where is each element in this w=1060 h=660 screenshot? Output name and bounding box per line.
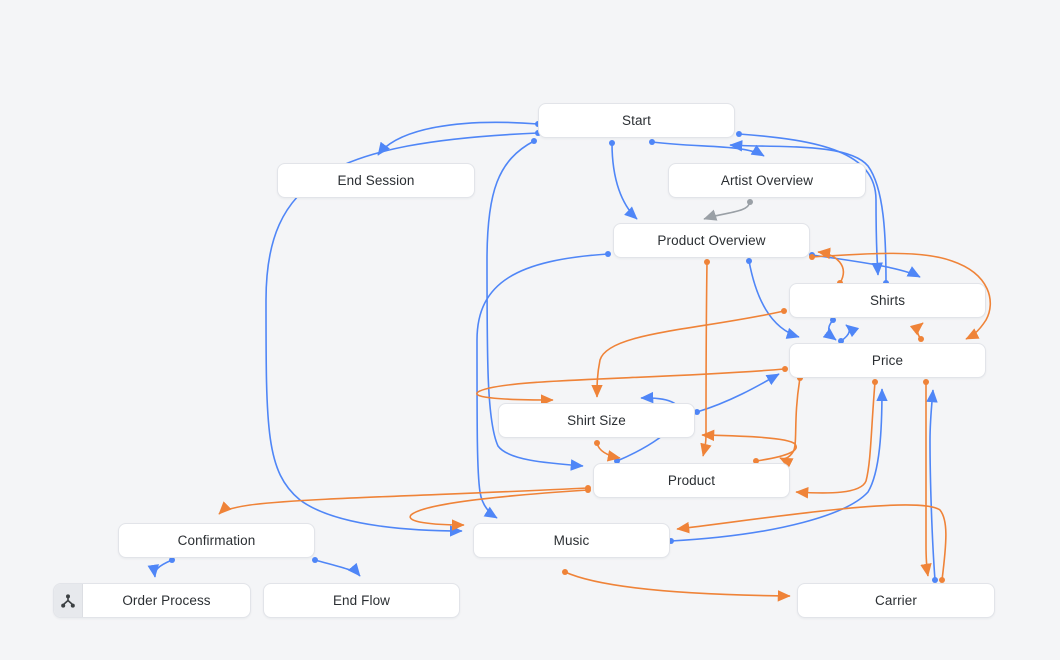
node-label: Music [553,533,590,548]
edge-price-to-shirt-size [476,366,788,406]
edge-source-handle[interactable] [746,258,752,264]
split-icon [54,584,83,617]
edge-start-to-artist-overview [649,139,765,157]
flow-node-end-session[interactable]: End Session [277,163,475,198]
edge-price-to-shirts [838,324,860,344]
node-label: End Session [337,173,415,188]
node-label: Order Process [122,593,211,608]
flow-node-shirts[interactable]: Shirts [789,283,986,318]
edge-confirmation-to-end-flow [312,557,361,577]
edge-product-to-shirt-size [701,429,797,464]
flow-node-confirmation[interactable]: Confirmation [118,523,315,558]
edge-source-handle[interactable] [923,379,929,385]
flow-node-artist-overview[interactable]: Artist Overview [668,163,866,198]
node-label: End Flow [332,593,391,608]
edge-source-handle[interactable] [830,317,836,323]
edge-price-to-product [795,379,878,499]
node-label: Carrier [875,593,917,608]
flow-node-music[interactable]: Music [473,523,670,558]
flow-node-price[interactable]: Price [789,343,986,378]
edge-product-overview-to-price [746,258,800,339]
edge-source-handle[interactable] [838,338,844,344]
edge-source-handle[interactable] [312,557,318,563]
edge-shirts-to-shirt-size [591,308,787,398]
edge-source-handle[interactable] [918,336,924,342]
flow-node-product-overview[interactable]: Product Overview [613,223,810,258]
edge-artist-overview-to-product-overview [703,199,753,221]
edge-source-handle[interactable] [809,254,815,260]
flow-node-shirt-size[interactable]: Shirt Size [498,403,695,438]
edge-confirmation-to-order-process [147,557,175,578]
edge-product-to-confirmation [218,485,591,515]
edge-start-to-product [486,138,584,471]
edge-shirt-size-to-product [594,440,621,462]
edge-carrier-to-music [676,504,947,583]
edge-source-handle[interactable] [609,140,615,146]
edge-source-handle[interactable] [872,379,878,385]
edge-source-handle[interactable] [736,131,742,137]
edge-source-handle[interactable] [169,557,175,563]
edge-price-to-carrier [920,379,932,577]
edge-source-handle[interactable] [704,259,710,265]
edge-price-to-product [779,375,803,469]
edge-start-to-product-overview [609,140,638,220]
edge-source-handle[interactable] [562,569,568,575]
edge-source-handle[interactable] [585,487,591,493]
edge-source-handle[interactable] [747,199,753,205]
edge-source-handle[interactable] [605,251,611,257]
edge-product-to-music [409,487,591,531]
flow-node-carrier[interactable]: Carrier [797,583,995,618]
edge-source-handle[interactable] [781,308,787,314]
node-label: Product Overview [657,233,766,248]
edge-source-handle[interactable] [782,366,788,372]
edge-product-overview-to-product [700,259,712,457]
node-label: Artist Overview [720,173,814,188]
edge-product-overview-to-music [476,251,611,519]
edge-price-to-shirts [909,322,924,342]
edge-carrier-to-price [926,389,938,583]
edge-music-to-carrier [562,569,791,602]
edge-product-overview-to-price [809,252,992,340]
flow-node-product[interactable]: Product [593,463,790,498]
edge-source-handle[interactable] [531,138,537,144]
node-label: Product [667,473,716,488]
node-label: Confirmation [177,533,256,548]
node-label: Shirt Size [567,413,626,428]
edge-source-handle[interactable] [594,440,600,446]
node-label: Shirts [869,293,906,308]
edge-source-handle[interactable] [753,458,759,464]
edge-source-handle[interactable] [939,577,945,583]
flow-node-end-flow[interactable]: End Flow [263,583,460,618]
edge-source-handle[interactable] [649,139,655,145]
flow-node-order-process[interactable]: Order Process [53,583,251,618]
edge-source-handle[interactable] [694,409,700,415]
edge-shirts-to-price [822,317,837,341]
flow-node-start[interactable]: Start [538,103,735,138]
node-label: Start [621,113,651,128]
edge-source-handle[interactable] [932,577,938,583]
node-label: Price [871,353,904,368]
